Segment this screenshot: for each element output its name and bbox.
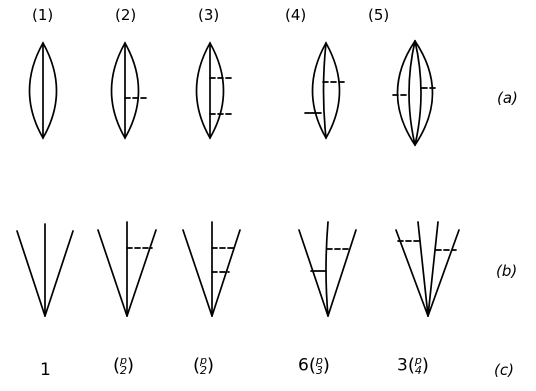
column-label-5: (5): [368, 6, 390, 24]
column-label-3: (3): [198, 6, 220, 24]
column-label-1: (1): [32, 6, 54, 24]
multiplicity-2-open-paren: (: [113, 355, 121, 376]
v-diagram-5: [395, 221, 460, 317]
multiplicity-1: 1: [40, 360, 51, 380]
multiplicity-2-close-paren: ): [127, 355, 135, 376]
lens-diagram-3: [195, 41, 232, 140]
multiplicity-4-bottom: 3: [315, 363, 323, 377]
multiplicity-5-bottom: 4: [414, 363, 422, 377]
row-label-a: (a): [497, 89, 518, 107]
multiplicity-1-prefix: 1: [40, 360, 51, 380]
multiplicity-4-close-paren: ): [322, 355, 330, 376]
column-label-4: (4): [285, 6, 307, 24]
v-diagram-1: [16, 223, 74, 317]
multiplicity-5-prefix: 3: [397, 355, 408, 376]
row-label-c: (c): [494, 361, 514, 379]
multiplicity-2-top: p: [120, 353, 128, 367]
lens-diagram-5: [392, 39, 438, 147]
multiplicity-5-close-paren: ): [421, 355, 429, 376]
lens-diagram-4: [304, 41, 346, 140]
multiplicity-5-top: p: [414, 353, 422, 367]
multiplicity-4-top: p: [315, 353, 323, 367]
multiplicity-2-bottom: 2: [120, 363, 128, 377]
multiplicity-4-open-paren: (: [308, 355, 316, 376]
lens-diagram-1: [28, 41, 58, 140]
multiplicity-3-close-paren: ): [207, 355, 215, 376]
v-diagram-2: [97, 221, 157, 317]
v-diagram-3: [182, 221, 241, 317]
multiplicity-3-top: p: [200, 353, 208, 367]
column-label-2: (2): [115, 6, 137, 24]
v-diagram-4: [298, 221, 357, 317]
multiplicity-3-bottom: 2: [200, 363, 208, 377]
multiplicity-3-open-paren: (: [193, 355, 201, 376]
row-label-b: (b): [496, 262, 518, 280]
multiplicity-4-prefix: 6: [298, 355, 309, 376]
multiplicity-5-open-paren: (: [407, 355, 415, 376]
lens-diagram-2: [110, 41, 150, 140]
